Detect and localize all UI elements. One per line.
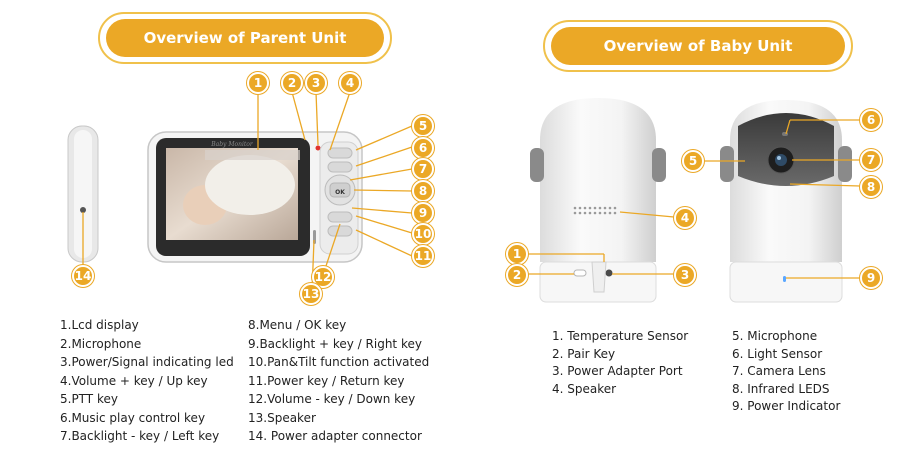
ok-key-label: OK <box>335 189 345 196</box>
legend-item: 4. Speaker <box>552 381 617 396</box>
baby-callout-badge-4: 4 <box>674 207 696 229</box>
screen-brand: Baby Monitor <box>210 141 254 148</box>
legend-item: 7. Camera Lens <box>732 364 826 378</box>
legend-item: 6.Music play control key <box>60 410 206 425</box>
callout-badge-7: 7 <box>412 158 434 180</box>
callout-badge-4: 4 <box>339 72 361 94</box>
legend-item: 2. Pair Key <box>552 346 616 361</box>
legend-item: 11.Power key / Return key <box>248 373 405 388</box>
legend-item: 6. Light Sensor <box>732 346 823 361</box>
legend-item: 14. Power adapter connector <box>248 429 422 443</box>
legend-item: 4.Volume + key / Up key <box>60 373 208 388</box>
callout-badge-14: 14 <box>72 265 94 287</box>
parent-unit-title: Overview of Parent Unit <box>106 19 384 57</box>
legend-item: 1. Temperature Sensor <box>552 329 689 343</box>
baby-callout-badge-5: 5 <box>682 150 704 172</box>
legend-item: 7.Backlight - key / Left key <box>60 429 220 443</box>
callout-badge-10: 10 <box>412 223 434 245</box>
callout-badge-2: 2 <box>281 72 303 94</box>
baby-legend-right: 5. Microphone 6. Light Sensor 7. Camera … <box>732 328 840 416</box>
callout-badge-13: 13 <box>300 283 322 305</box>
parent-unit-side-view <box>67 125 99 263</box>
legend-item: 3.Power/Signal indicating led <box>60 355 234 369</box>
parent-legend-left: 1.Lcd display 2.Microphone 3.Power/Signa… <box>60 316 234 446</box>
baby-callout-badge-2: 2 <box>506 264 528 286</box>
baby-unit-title: Overview of Baby Unit <box>551 27 845 65</box>
legend-item: 2.Microphone <box>60 336 142 351</box>
legend-item: 10.Pan&Tilt function activated <box>248 355 430 369</box>
parent-unit-banner: Overview of Parent Unit <box>98 12 392 64</box>
legend-item: 5.PTT key <box>60 392 118 406</box>
parent-unit-front <box>147 131 363 263</box>
callout-badge-3: 3 <box>305 72 327 94</box>
legend-item: 5. Microphone <box>732 329 818 343</box>
baby-callout-badge-6: 6 <box>860 109 882 131</box>
baby-unit-banner: Overview of Baby Unit <box>543 20 853 72</box>
callout-badge-8: 8 <box>412 180 434 202</box>
baby-callout-badge-3: 3 <box>674 264 696 286</box>
legend-item: 1.Lcd display <box>60 318 139 332</box>
baby-unit-front <box>720 100 852 303</box>
callout-badge-1: 1 <box>247 72 269 94</box>
baby-callout-badge-1: 1 <box>506 243 528 265</box>
legend-item: 3. Power Adapter Port <box>552 364 683 378</box>
legend-item: 9.Backlight + key / Right key <box>248 336 422 351</box>
callout-badge-12: 12 <box>312 266 334 288</box>
legend-item: 9. Power Indicator <box>732 399 841 413</box>
callout-badge-9: 9 <box>412 202 434 224</box>
legend-item: 8. Infrared LEDS <box>732 381 830 396</box>
parent-legend-right: 8.Menu / OK key 9.Backlight + key / Righ… <box>248 316 429 446</box>
baby-legend-left: 1. Temperature Sensor 2. Pair Key 3. Pow… <box>552 328 688 398</box>
leader-lines <box>82 91 861 293</box>
legend-item: 8.Menu / OK key <box>248 318 347 332</box>
callout-badge-11: 11 <box>412 245 434 267</box>
callout-badge-6: 6 <box>412 137 434 159</box>
baby-callout-badge-7: 7 <box>860 149 882 171</box>
legend-item: 12.Volume - key / Down key <box>248 392 416 406</box>
baby-callout-badge-9: 9 <box>860 267 882 289</box>
legend-item: 13.Speaker <box>248 410 316 425</box>
baby-callout-badge-8: 8 <box>860 176 882 198</box>
callout-badge-5: 5 <box>412 115 434 137</box>
baby-unit-back <box>530 98 666 303</box>
